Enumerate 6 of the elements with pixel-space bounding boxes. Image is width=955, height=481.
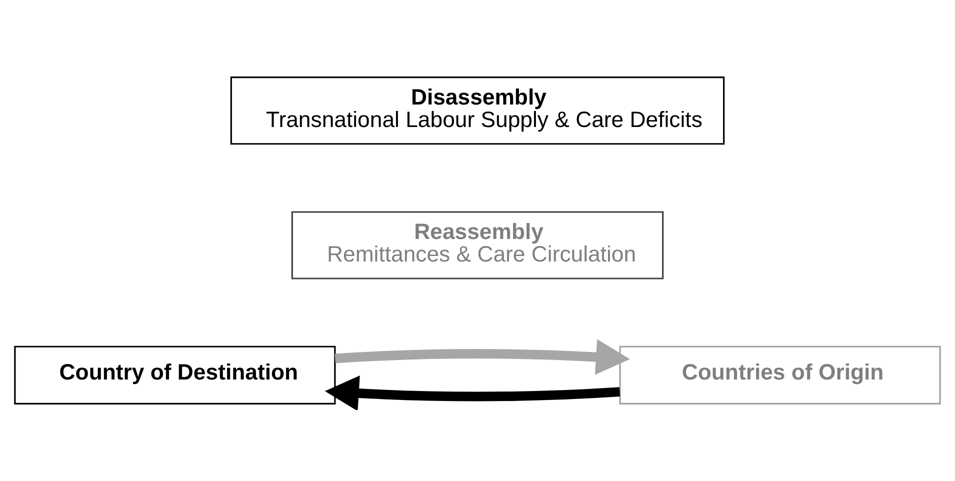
- node-box: Country of Destination: [14, 346, 336, 404]
- node-box: Disassembly Transnational Labour Supply & Care Deficits: [230, 76, 725, 145]
- node-box: Countries of Origin: [619, 346, 941, 404]
- arrow: [324, 375, 620, 410]
- arrow: [334, 339, 630, 375]
- node-box: Reassembly Remittances & Care Circulation: [291, 211, 664, 280]
